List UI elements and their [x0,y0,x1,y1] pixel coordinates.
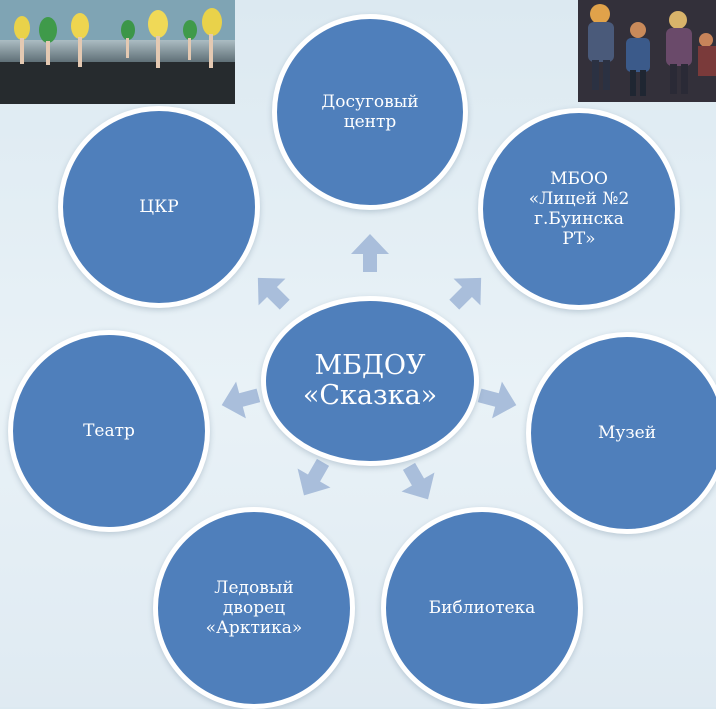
node-ckr-label: ЦКР [139,197,179,217]
node-ckr: ЦКР [58,106,260,308]
arrow-to-ckr [257,277,290,310]
center-node: МБДОУ «Сказка» [261,296,479,466]
node-library-label: Библиотека [428,598,536,618]
arrow-to-ice [297,458,331,496]
node-ice-palace: Ледовый дворец «Арктика» [153,507,355,709]
node-museum: Музей [526,332,716,534]
node-lyceum: МБОО «Лицей №2 г.Буинска РТ» [478,108,680,310]
node-lyceum-label: МБОО «Лицей №2 г.Буинска РТ» [528,169,630,249]
node-museum-label: Музей [597,423,657,443]
node-theater-label: Театр [83,421,135,441]
arrow-to-theater [221,381,261,419]
node-leisure-center-label: Досуговый центр [321,92,419,132]
arrow-to-leisure [351,234,389,272]
dancer-figures [14,8,222,68]
children-photo [578,0,716,102]
arrow-to-lyceum [449,277,482,310]
node-library: Библиотека [381,507,583,709]
node-ice-palace-label: Ледовый дворец «Арктика» [205,578,303,638]
arrow-to-library [401,462,435,500]
node-leisure-center: Досуговый центр [272,14,468,210]
node-theater: Театр [8,330,210,532]
dance-photo [0,0,235,104]
arrow-to-museum [477,381,517,419]
center-label: МБДОУ «Сказка» [302,350,438,411]
